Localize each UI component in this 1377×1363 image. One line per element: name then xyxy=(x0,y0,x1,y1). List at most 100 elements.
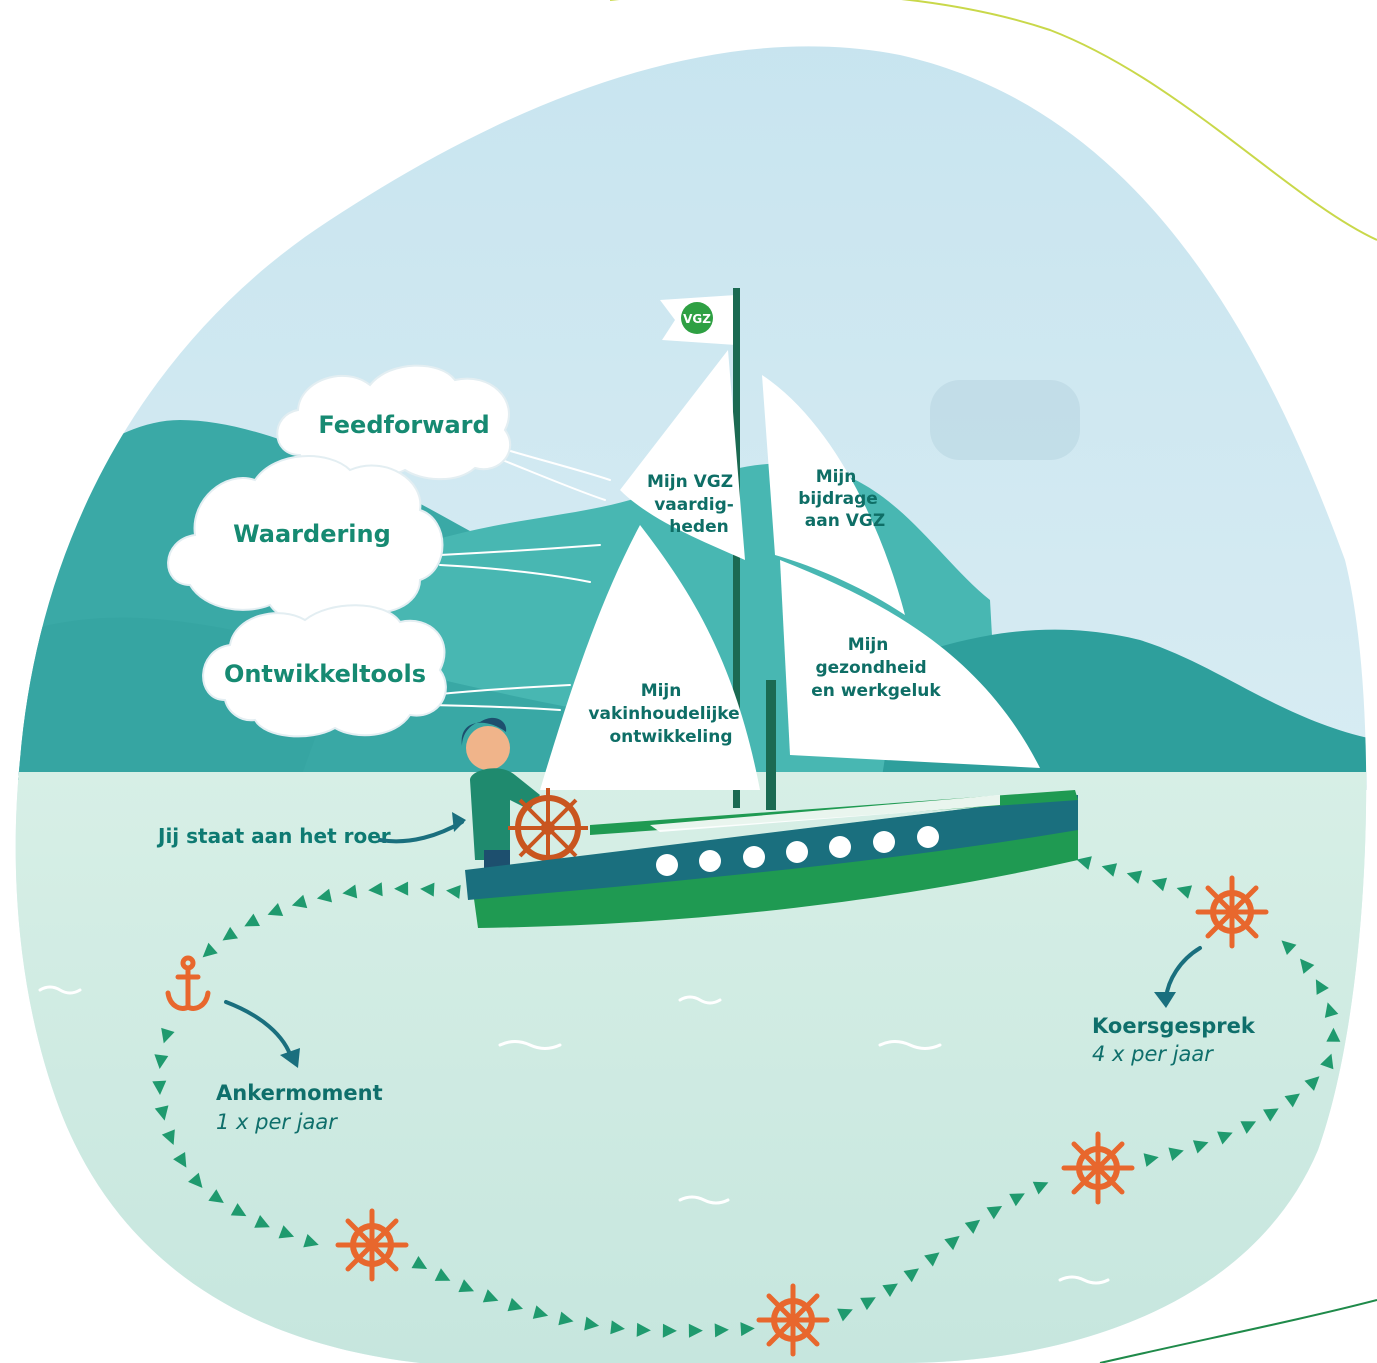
cloud-ontwikkeltools-label: Ontwikkeltools xyxy=(224,660,426,688)
decorative-curve-top xyxy=(610,0,1377,241)
course-marker xyxy=(154,1105,169,1121)
course-marker xyxy=(860,1297,876,1311)
course-marker xyxy=(434,1268,451,1281)
course-marker xyxy=(1263,1108,1279,1122)
course-marker xyxy=(986,1206,1003,1220)
course-marker xyxy=(584,1316,600,1331)
decorative-curve-bottom xyxy=(1099,1299,1377,1363)
cloud-waardering-label: Waardering xyxy=(233,520,391,548)
course-marker xyxy=(482,1289,499,1303)
cloud-feedforward-label: Feedforward xyxy=(318,411,489,439)
koers-title: Koersgesprek xyxy=(1092,1014,1256,1038)
ship-wheel-icon xyxy=(338,1211,406,1279)
sail-rear-top: Mijn bijdrage aan VGZ xyxy=(762,375,905,615)
sail-rear-bottom: Mijn gezondheid en werkgeluk xyxy=(780,560,1040,768)
course-marker xyxy=(714,1323,729,1338)
vgz-logo-text: VGZ xyxy=(683,312,711,326)
course-marker xyxy=(420,882,435,897)
course-marker xyxy=(1151,877,1168,892)
course-marker xyxy=(507,1297,524,1312)
svg-text:Mijn vakinhoudelijke: Mijn vakinhoudelijke ontwikkeling xyxy=(588,681,745,747)
course-marker xyxy=(1009,1193,1025,1207)
course-marker xyxy=(882,1283,898,1297)
course-marker xyxy=(1076,856,1092,870)
course-marker xyxy=(636,1322,651,1337)
course-marker xyxy=(924,1252,940,1267)
course-marker xyxy=(1315,979,1329,995)
course-marker xyxy=(964,1219,981,1234)
ship-wheel-icon xyxy=(759,1286,827,1354)
course-marker xyxy=(244,913,260,927)
course-marker xyxy=(1101,863,1118,877)
ship-wheel-helm-icon xyxy=(508,788,588,868)
course-marker xyxy=(303,1234,319,1248)
cloud-ontwikkeltools: Ontwikkeltools xyxy=(202,604,447,738)
course-marker xyxy=(173,1152,187,1168)
course-marker xyxy=(944,1235,960,1251)
course-marker xyxy=(1281,940,1297,956)
course-marker xyxy=(1217,1131,1233,1145)
svg-text:Mijn bijdrage aan: Mijn bijdrage aan VGZ xyxy=(798,467,885,531)
course-marker xyxy=(188,1172,203,1188)
helm-label: Jij staat aan het roer xyxy=(156,824,391,848)
course-marker xyxy=(1240,1121,1257,1134)
sail-front-top: Mijn VGZ vaardig- heden xyxy=(620,350,745,560)
course-marker xyxy=(291,894,308,909)
vgz-flag: VGZ xyxy=(660,295,736,345)
course-marker xyxy=(411,1255,428,1269)
course-marker xyxy=(662,1323,677,1338)
sail-front-bottom: Mijn vakinhoudelijke ontwikkeling xyxy=(540,525,760,790)
course-marker xyxy=(161,1027,175,1044)
anker-title: Ankermoment xyxy=(216,1081,383,1105)
boat-hull xyxy=(465,790,1078,928)
svg-text:Mijn VGZ vaardig-: Mijn VGZ vaardig- heden xyxy=(647,472,740,537)
course-marker xyxy=(1324,1002,1339,1018)
course-marker xyxy=(154,1054,169,1070)
course-marker xyxy=(1300,958,1315,974)
course-marker xyxy=(316,888,333,903)
ship-wheel-icon xyxy=(1198,878,1266,946)
course-marker xyxy=(532,1305,549,1319)
course-marker xyxy=(1176,885,1193,899)
course-path xyxy=(152,856,1341,1338)
course-marker xyxy=(903,1268,919,1283)
course-marker xyxy=(222,926,239,941)
course-marker xyxy=(368,882,383,897)
anker-frequency: 1 x per jaar xyxy=(216,1110,338,1134)
svg-text:Mijn gezondheid en: Mijn gezondheid en werkgeluk xyxy=(811,635,941,701)
course-marker xyxy=(740,1322,755,1337)
course-marker xyxy=(278,1225,295,1239)
course-marker xyxy=(1320,1053,1334,1070)
course-marker xyxy=(1032,1181,1049,1195)
vgz-logo-icon xyxy=(681,302,713,334)
waves xyxy=(38,985,1110,1285)
course-marker xyxy=(1168,1147,1184,1161)
course-marker xyxy=(230,1203,247,1217)
course-marker xyxy=(267,903,284,917)
course-marker xyxy=(254,1215,270,1228)
person-at-helm xyxy=(461,717,540,880)
course-marker xyxy=(1326,1027,1341,1042)
course-marker xyxy=(202,942,218,958)
course-marker xyxy=(152,1080,167,1095)
course-marker xyxy=(208,1189,224,1203)
course-marker xyxy=(1192,1140,1209,1154)
course-marker xyxy=(161,1129,175,1146)
course-marker xyxy=(1143,1153,1159,1167)
course-marker xyxy=(458,1279,475,1293)
course-marker xyxy=(610,1320,625,1335)
course-marker xyxy=(837,1308,853,1322)
course-marker xyxy=(446,884,461,899)
koers-frequency: 4 x per jaar xyxy=(1092,1042,1214,1066)
course-marker xyxy=(558,1311,574,1326)
cloud-feedforward: Feedforward xyxy=(276,364,512,481)
course-marker xyxy=(1126,870,1143,884)
course-marker xyxy=(1304,1076,1320,1091)
course-marker xyxy=(688,1323,703,1338)
cloud-waardering: Waardering xyxy=(167,455,444,625)
course-marker xyxy=(1284,1093,1300,1108)
course-marker xyxy=(342,884,358,899)
course-marker xyxy=(394,881,409,896)
anchor-icon xyxy=(165,955,211,1011)
